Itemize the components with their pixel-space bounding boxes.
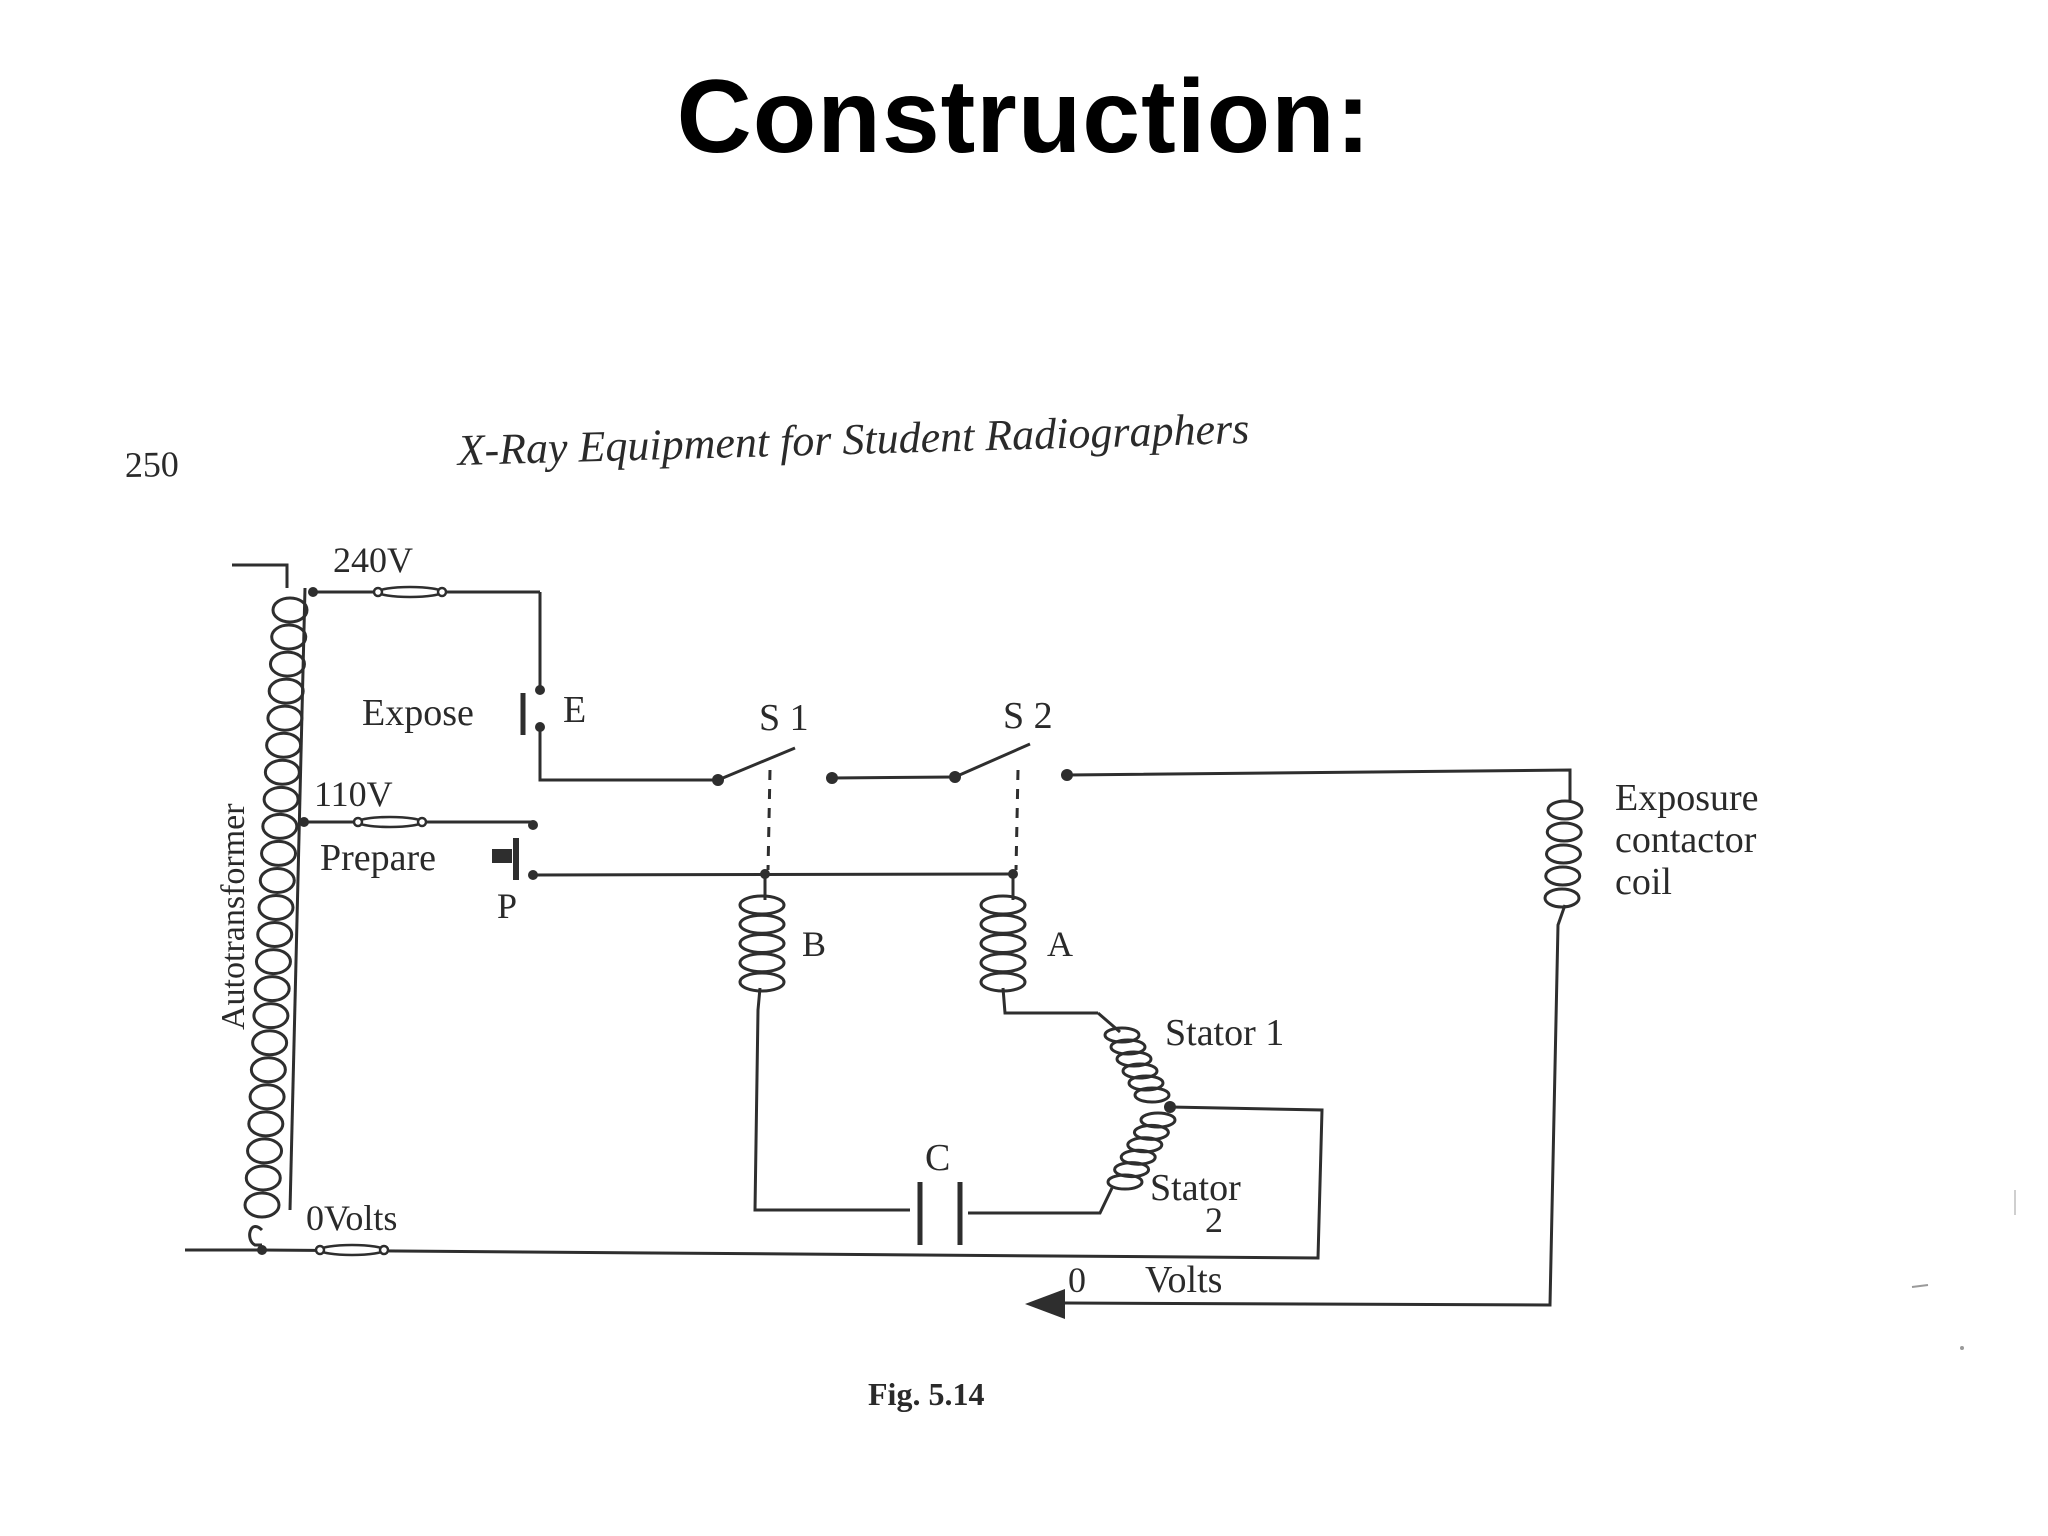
autotransformer-turn	[252, 1002, 290, 1030]
stator2-label-line2: 2	[1205, 1200, 1223, 1240]
relay-a-turn	[979, 913, 1027, 935]
relay-a-turn	[979, 933, 1027, 954]
autotransformer-turn	[254, 948, 292, 976]
p-label: P	[497, 886, 517, 926]
relay-b-turn	[738, 913, 786, 935]
exposure-contactor-coil: Exposure contactor coil	[1064, 777, 1759, 1307]
e-label: E	[563, 689, 586, 731]
autotransformer-turn	[256, 921, 294, 949]
stator-1: Stator 1	[1097, 1011, 1284, 1113]
zero-label: 0	[1068, 1260, 1086, 1300]
contactor-turn	[1545, 843, 1583, 865]
autotransformer-winding	[243, 596, 309, 1219]
stator1-turn	[1115, 1050, 1153, 1068]
autotransformer-turn	[246, 1137, 284, 1165]
relay-a-turn	[979, 894, 1027, 916]
prepare-label: Prepare	[320, 837, 436, 879]
autotransformer-turn	[251, 1029, 289, 1057]
relay-coil-a: A	[979, 874, 1098, 1015]
stator1-label: Stator 1	[1165, 1012, 1284, 1054]
exposure-label-line2: contactor	[1615, 819, 1757, 861]
autotransformer: Autotransformer	[215, 563, 309, 1247]
running-header: X-Ray Equipment for Student Radiographer…	[455, 404, 1250, 475]
label-240v: 240V	[333, 540, 413, 580]
autotransformer-turn	[271, 596, 309, 624]
stator2-turn	[1106, 1173, 1144, 1191]
wire-common-return	[259, 1105, 1324, 1260]
s2-label: S 2	[1003, 695, 1053, 737]
a-label: A	[1047, 924, 1073, 964]
label-110v: 110V	[314, 774, 393, 814]
relay-b-turn	[738, 894, 786, 916]
contactor-turn	[1543, 887, 1581, 909]
zero-volts-arrow: 0 Volts	[1025, 1259, 1222, 1319]
autotransformer-turn	[260, 839, 298, 867]
autotransformer-turn	[248, 1083, 286, 1111]
autotransformer-turn	[249, 1056, 287, 1084]
capacitor-c: C	[917, 1137, 963, 1245]
relay-coil-b: B	[738, 874, 910, 1212]
autotransformer-turn	[261, 812, 299, 840]
relay-b-turn	[738, 971, 786, 993]
contactor-turn	[1546, 799, 1584, 821]
autotransformer-turn	[270, 623, 308, 651]
contactor-turn	[1544, 865, 1582, 887]
expose-button: Expose E	[362, 685, 718, 782]
relay-a-turn	[979, 971, 1027, 993]
exposure-label-line1: Exposure	[1615, 777, 1759, 819]
switch-s2: S 2	[949, 695, 1073, 871]
autotransformer-turn	[258, 866, 296, 894]
relay-b-turn	[738, 952, 786, 974]
exposure-label-line3: coil	[1615, 861, 1672, 903]
line-240v: 240V	[308, 540, 542, 686]
switch-s1: S 1	[712, 697, 838, 871]
fuse-110v	[352, 815, 428, 829]
label-0v-left: 0Volts	[306, 1198, 397, 1238]
line-0v: 0Volts	[185, 1198, 397, 1257]
b-label: B	[802, 924, 826, 964]
page-number: 250	[124, 444, 179, 485]
fuse-240v	[372, 585, 448, 599]
stator1-turn	[1103, 1026, 1141, 1044]
autotransformer-turn	[265, 731, 303, 759]
line-110v: 110V	[299, 774, 538, 830]
autotransformer-turn	[266, 704, 304, 732]
expose-label: Expose	[362, 692, 474, 734]
wire-prepare-relays	[532, 872, 1014, 877]
autotransformer-turn	[247, 1110, 285, 1138]
stator1-turn	[1109, 1038, 1147, 1056]
stator-2: Stator 2	[968, 1111, 1241, 1240]
autotransformer-turn	[244, 1164, 282, 1192]
autotransformer-turn	[263, 758, 301, 786]
stator1-turn	[1121, 1062, 1159, 1080]
wire-s1-s2	[831, 775, 956, 780]
scan-specks	[1911, 1190, 2016, 1350]
wire-s2-contactor	[1066, 768, 1572, 800]
slide-title: Construction:	[676, 59, 1372, 175]
autotransformer-turn	[257, 894, 295, 921]
autotransformer-turn	[243, 1191, 281, 1219]
relay-b-turn	[738, 933, 786, 954]
contactor-turn	[1545, 821, 1583, 843]
volts-label: Volts	[1145, 1259, 1222, 1301]
relay-a-turn	[979, 952, 1027, 974]
c-label: C	[925, 1137, 950, 1179]
stator2-label-line1: Stator	[1150, 1167, 1241, 1209]
autotransformer-turn	[267, 677, 305, 705]
autotransformer-label: Autotransformer	[215, 803, 252, 1030]
figure-caption: Fig. 5.14	[868, 1376, 984, 1412]
autotransformer-turn	[262, 785, 300, 813]
autotransformer-turn	[268, 650, 306, 678]
s1-label: S 1	[759, 697, 809, 739]
fuse-0v	[314, 1243, 390, 1257]
autotransformer-turn	[253, 975, 291, 1003]
stator1-turn	[1127, 1074, 1165, 1092]
stator1-turn	[1133, 1086, 1171, 1104]
prepare-button: Prepare P	[320, 837, 538, 926]
